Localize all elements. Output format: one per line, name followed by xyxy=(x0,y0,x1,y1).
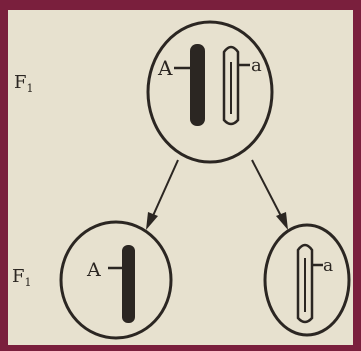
parent-cell-membrane xyxy=(146,20,274,164)
division-arrows xyxy=(146,159,288,230)
parent-allele-A-label: A xyxy=(157,56,173,80)
daughter-left-chromosome xyxy=(122,245,135,323)
parent-cell: A a xyxy=(146,20,274,164)
daughter-left-allele-label: A xyxy=(86,259,101,281)
arrow-right-shaft xyxy=(251,159,283,219)
parent-chromosome-dark xyxy=(190,44,205,126)
arrow-right-head xyxy=(276,212,288,230)
generation-label-bottom: F1 xyxy=(12,266,32,289)
daughter-cell-right: a xyxy=(263,223,351,337)
generation-label-top: F1 xyxy=(14,72,34,95)
parent-allele-a-label: a xyxy=(251,55,262,76)
daughter-cell-left: A xyxy=(59,220,173,340)
daughter-right-allele-label: a xyxy=(323,256,333,276)
daughter-right-membrane xyxy=(263,223,351,337)
arrow-left-head xyxy=(146,212,158,230)
paper-background xyxy=(8,10,353,345)
arrow-left-shaft xyxy=(151,159,179,219)
daughter-left-membrane xyxy=(59,220,173,340)
